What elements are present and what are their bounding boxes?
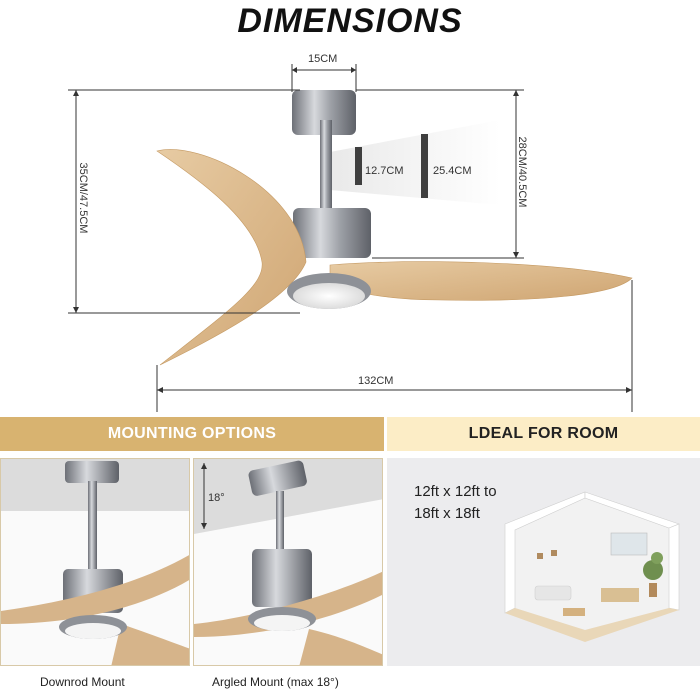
rod-long-bar <box>421 134 428 198</box>
rod-long-label: 25.4CM <box>433 165 472 177</box>
fan-blade-left <box>156 149 307 366</box>
motor-housing <box>293 208 371 258</box>
ideal-room-header: LDEAL FOR ROOM <box>387 417 700 451</box>
ideal-room-panel <box>387 458 700 666</box>
downrod-mount-panel <box>0 458 190 666</box>
room-size-line-1: 12ft x 12ft to <box>414 483 497 500</box>
room-size-line-2: 18ft x 18ft <box>414 505 480 522</box>
rod-short-bar <box>355 147 362 185</box>
mount-angle-label: 18° <box>208 492 225 504</box>
fan-dimension-diagram <box>68 64 633 412</box>
rod-height-label: 28CM/40.5CM <box>516 136 528 208</box>
rod-length-beam <box>330 120 500 205</box>
downrod <box>320 120 332 210</box>
angled-mount-panel <box>193 458 383 666</box>
sloped-ceiling <box>194 459 382 534</box>
room-floor <box>505 608 679 642</box>
total-height-label: 35CM/47.5CM <box>77 162 89 234</box>
downrod-mount-caption: Downrod Mount <box>40 675 125 689</box>
angled-mount-caption: Argled Mount (max 18°) <box>212 675 339 689</box>
canopy <box>292 90 356 135</box>
light-kit-glow <box>293 283 365 309</box>
rod-short-label: 12.7CM <box>365 165 404 177</box>
room-size-text: 12ft x 12ft to 18ft x 18ft <box>414 481 574 525</box>
blade-span-label: 132CM <box>358 375 394 387</box>
page-title: DIMENSIONS <box>237 2 463 40</box>
mounting-options-header: MOUNTING OPTIONS <box>0 417 384 451</box>
fan-blade-right <box>329 261 633 301</box>
canopy-width-label: 15CM <box>308 53 338 65</box>
